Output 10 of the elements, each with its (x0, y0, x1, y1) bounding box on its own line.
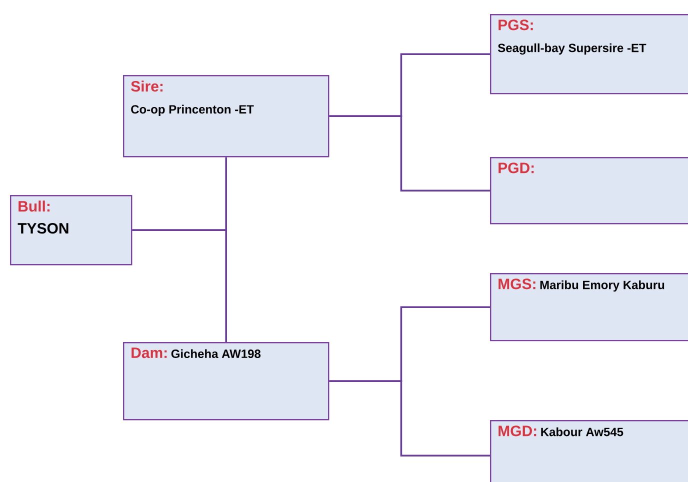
pedigree-box: Dam: Gicheha AW198 (123, 342, 330, 420)
connector-line (132, 229, 227, 342)
pedigree-box: Bull: TYSON (10, 195, 132, 266)
pedigree-box: MGD: Kabour Aw545 (490, 420, 688, 482)
connector-line (329, 115, 490, 192)
pedigree-box: MGS: Maribu Emory Kaburu (490, 273, 688, 342)
pedigree-box: PGD: (490, 157, 688, 224)
pedigree-box: PGS: Seagull-bay Supersire -ET (490, 14, 688, 94)
pedigree-box: Sire: Co-op Princenton -ET (123, 75, 330, 158)
connector-line (329, 380, 490, 456)
